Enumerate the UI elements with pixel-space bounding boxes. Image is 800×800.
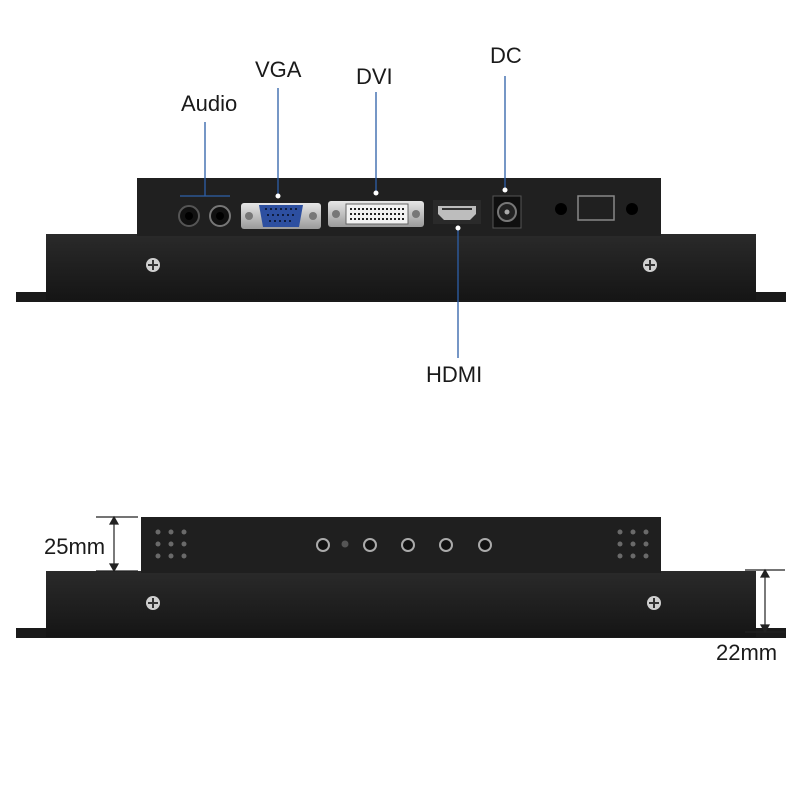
dvi-port-icon bbox=[328, 201, 424, 227]
osd-button-icon bbox=[363, 538, 377, 552]
vent-grid-right bbox=[617, 529, 649, 559]
mounting-hole-icon bbox=[555, 203, 567, 215]
screw-icon bbox=[146, 596, 160, 610]
dimension-22mm-marker bbox=[745, 568, 785, 634]
mounting-hole-icon bbox=[626, 203, 638, 215]
audio-jack-icon bbox=[178, 205, 231, 227]
vent-grid-left bbox=[155, 529, 187, 559]
front-height-label: 22mm bbox=[716, 640, 778, 665]
front-bezel bbox=[46, 234, 756, 300]
vga-label: VGA bbox=[255, 57, 302, 82]
osd-button-icon bbox=[401, 538, 415, 552]
back-height-label: 25mm bbox=[44, 534, 106, 559]
side-view bbox=[16, 515, 786, 638]
osd-button-icon bbox=[316, 538, 330, 552]
osd-buttons bbox=[316, 538, 492, 552]
audio-label: Audio bbox=[181, 91, 238, 116]
dc-jack-icon bbox=[492, 195, 522, 229]
vga-port-icon bbox=[241, 203, 321, 229]
dc-label: DC bbox=[490, 43, 522, 68]
screw-icon bbox=[647, 596, 661, 610]
hdmi-port-icon bbox=[433, 200, 481, 224]
dimension-25mm-marker bbox=[96, 515, 138, 573]
screw-icon bbox=[643, 258, 657, 272]
dvi-label: DVI bbox=[356, 64, 393, 89]
hdmi-label: HDMI bbox=[426, 362, 483, 387]
leader-dots bbox=[275, 187, 508, 231]
leader-lines bbox=[180, 76, 506, 358]
screw-icon bbox=[146, 258, 160, 272]
side-bezel bbox=[46, 571, 756, 637]
osd-button-icon bbox=[439, 538, 453, 552]
switch-cutout bbox=[577, 195, 615, 221]
top-view bbox=[16, 76, 786, 358]
led-indicator-icon bbox=[341, 540, 349, 548]
osd-button-icon bbox=[478, 538, 492, 552]
